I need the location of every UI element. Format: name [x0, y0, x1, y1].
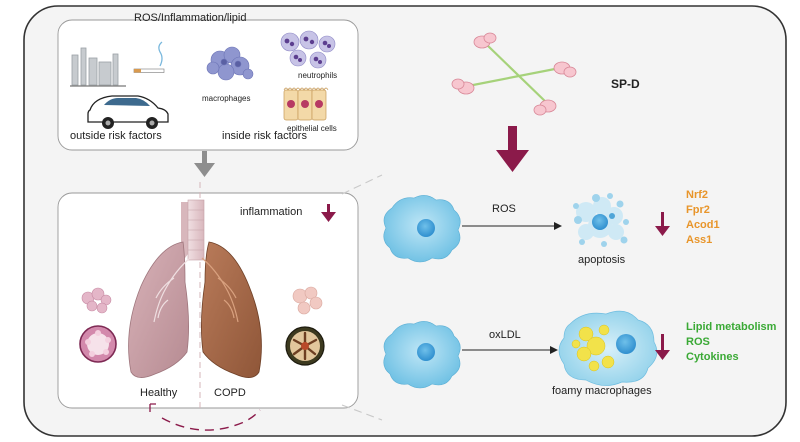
copd-alveoli-cluster: [292, 286, 323, 315]
genes-down-arrow: [655, 212, 670, 236]
inside-risk-label: inside risk factors: [222, 130, 307, 142]
oxldl-arrow-label: oxLDL: [489, 329, 521, 341]
cigarette-icon: [133, 41, 165, 73]
oxldl-arrow-head: [550, 346, 558, 354]
outside-risk-label: outside risk factors: [70, 130, 162, 142]
car-icon: [87, 95, 169, 129]
ros-arrow-head: [554, 222, 562, 230]
copd-label: COPD: [214, 387, 246, 399]
healthy-label: Healthy: [140, 387, 178, 399]
healthy-alveoli-cluster: [81, 287, 112, 314]
sp-d-down-arrow: [496, 126, 529, 172]
apoptotic-cell: [573, 193, 629, 247]
sp-d-label: SP-D: [611, 77, 640, 91]
macrophages-label: macrophages: [202, 94, 251, 103]
copd-alveolus-section: [285, 326, 325, 366]
sp-d-molecule: [451, 32, 577, 116]
effect-lipid-metabolism: Lipid metabolism: [686, 321, 777, 333]
feedback-dashed-arc: [161, 409, 261, 431]
foamy-macrophages-label: foamy macrophages: [552, 385, 652, 397]
macrophage-cell-oxldl: [383, 321, 461, 389]
gray-down-arrow: [194, 151, 215, 177]
foamy-macrophage: [558, 310, 658, 386]
gene-nrf2: Nrf2: [686, 189, 709, 201]
gene-ass1: Ass1: [686, 234, 713, 246]
effect-cytokines: Cytokines: [686, 351, 739, 363]
factory-icon: [70, 47, 126, 87]
macrophage-cell-ros: [383, 195, 461, 263]
gene-fpr2: Fpr2: [686, 204, 710, 216]
zoom-line-bottom: [341, 404, 383, 421]
epithelial-cells-icon: [283, 87, 329, 121]
gene-acod1: Acod1: [686, 219, 720, 231]
feedback-marker: [149, 403, 156, 412]
risk-box-title: ROS/Inflammation/lipid: [134, 12, 247, 24]
apoptosis-label: apoptosis: [578, 254, 626, 266]
macrophages-icon: [206, 46, 254, 81]
neutrophils-label: neutrophils: [298, 71, 338, 80]
lungs-illustration: [128, 199, 262, 378]
healthy-alveolus-section: [79, 325, 117, 363]
ros-arrow-label: ROS: [492, 203, 516, 215]
inflammation-label: inflammation: [240, 206, 303, 218]
inflammation-down-arrow: [321, 204, 336, 222]
zoom-line-top: [341, 174, 383, 195]
effects-down-arrow: [655, 334, 670, 360]
neutrophils-icon: [280, 30, 336, 69]
effect-ros: ROS: [686, 336, 710, 348]
epithelial-cells-label: epithelial cells: [287, 124, 337, 133]
